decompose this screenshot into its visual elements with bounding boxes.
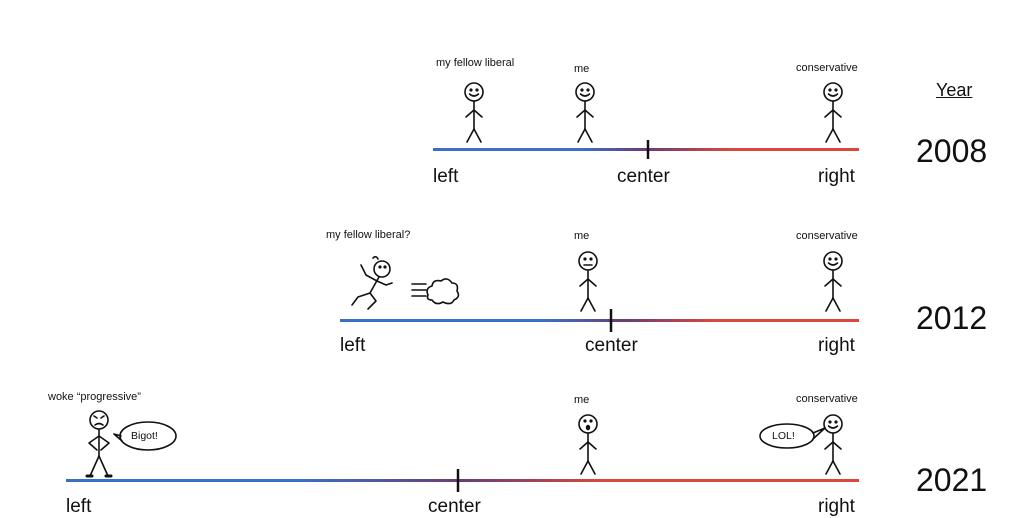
- stick-figure-icon: [85, 410, 113, 478]
- label-me: me: [574, 230, 590, 242]
- stick-figure-icon: [464, 82, 484, 143]
- axis-center-label: center: [617, 166, 670, 187]
- year-header: Year: [936, 80, 973, 100]
- stick-figure-icon: [823, 251, 843, 312]
- axis-left-label: left: [340, 335, 366, 356]
- speech-bigot: Bigot!: [131, 430, 158, 442]
- year-label: 2008: [916, 133, 988, 169]
- stick-figure-icon: [823, 82, 843, 143]
- axis-center-label: center: [428, 496, 481, 517]
- label-liberal: woke “progressive”: [48, 391, 141, 403]
- axis-center-label: center: [585, 335, 638, 356]
- label-conservative: conservative: [796, 393, 858, 405]
- stick-figure-icon: [823, 414, 843, 475]
- speech-bubble-icon: [113, 421, 177, 451]
- spectrum-line: [433, 140, 859, 159]
- axis-right-label: right: [818, 166, 855, 187]
- label-me: me: [574, 394, 590, 406]
- label-liberal: my fellow liberal: [436, 57, 515, 69]
- label-liberal: my fellow liberal?: [326, 229, 411, 241]
- year-label: 2021: [916, 462, 988, 498]
- year-label: 2012: [916, 300, 988, 336]
- spectrum-line: [66, 469, 859, 492]
- axis-left-label: left: [433, 166, 459, 187]
- axis-left-label: left: [66, 496, 92, 517]
- running-figure-icon: [351, 255, 393, 310]
- speech-lol: LOL!: [772, 430, 795, 442]
- label-me: me: [574, 63, 590, 75]
- label-conservative: conservative: [796, 62, 858, 74]
- dust-cloud-icon: [411, 278, 460, 305]
- stick-figure-icon: [578, 251, 598, 312]
- axis-right-label: right: [818, 496, 855, 517]
- spectrum-line: [340, 309, 859, 332]
- stick-figure-icon: [575, 82, 595, 143]
- stick-figure-icon: [578, 414, 598, 475]
- axis-right-label: right: [818, 335, 855, 356]
- label-conservative: conservative: [796, 230, 858, 242]
